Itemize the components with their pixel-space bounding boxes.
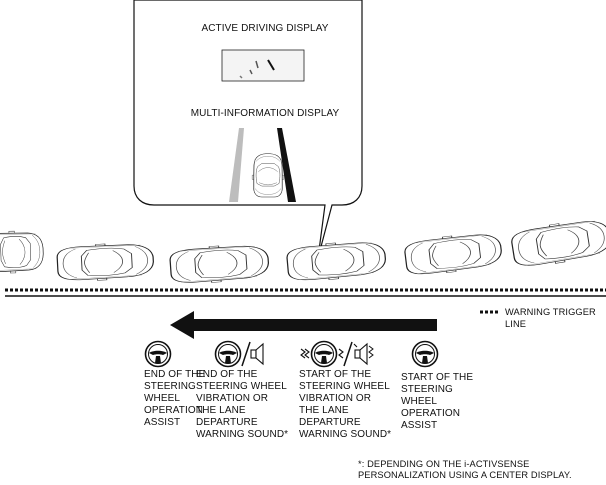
road-car-2 [56, 240, 155, 284]
active-driving-display-screen [221, 49, 305, 82]
road-car-4 [285, 238, 388, 284]
road-car-1 [0, 229, 45, 275]
stage-label-end-steering-assist: END OF THE STEERING WHEEL OPERATION ASSI… [144, 369, 206, 428]
stage-label-end-vibration-sound: END OF THE STEERING WHEEL VIBRATION OR T… [196, 369, 289, 440]
direction-arrow [170, 311, 437, 339]
steering-wheel-icon [144, 340, 172, 368]
road-car-6 [509, 215, 606, 271]
display-car [251, 153, 285, 198]
stage-label-start-steering-assist: START OF THE STEERING WHEEL OPERATION AS… [401, 372, 474, 431]
stage-label-start-vibration-sound: START OF THE STEERING WHEEL VIBRATION OR… [299, 369, 392, 440]
callout-bubble [133, 0, 363, 259]
right-lane-line-warning [277, 128, 296, 202]
vibrating-steering-wheel-speaker-icon [300, 340, 374, 368]
road-car-3 [168, 241, 271, 286]
footnote: *: DEPENDING ON THE i-ACTIVSENSE PERSONA… [358, 459, 572, 480]
steering-wheel-icon [411, 340, 439, 368]
active-driving-display-title: ACTIVE DRIVING DISPLAY [201, 23, 329, 34]
left-lane-line [229, 128, 244, 202]
road-car-5 [403, 229, 504, 279]
multi-information-display-title: MULTI-INFORMATION DISPLAY [190, 108, 340, 119]
steering-wheel-speaker-icon [214, 340, 264, 368]
warning-trigger-line-legend: WARNING TRIGGER LINE [505, 307, 596, 329]
